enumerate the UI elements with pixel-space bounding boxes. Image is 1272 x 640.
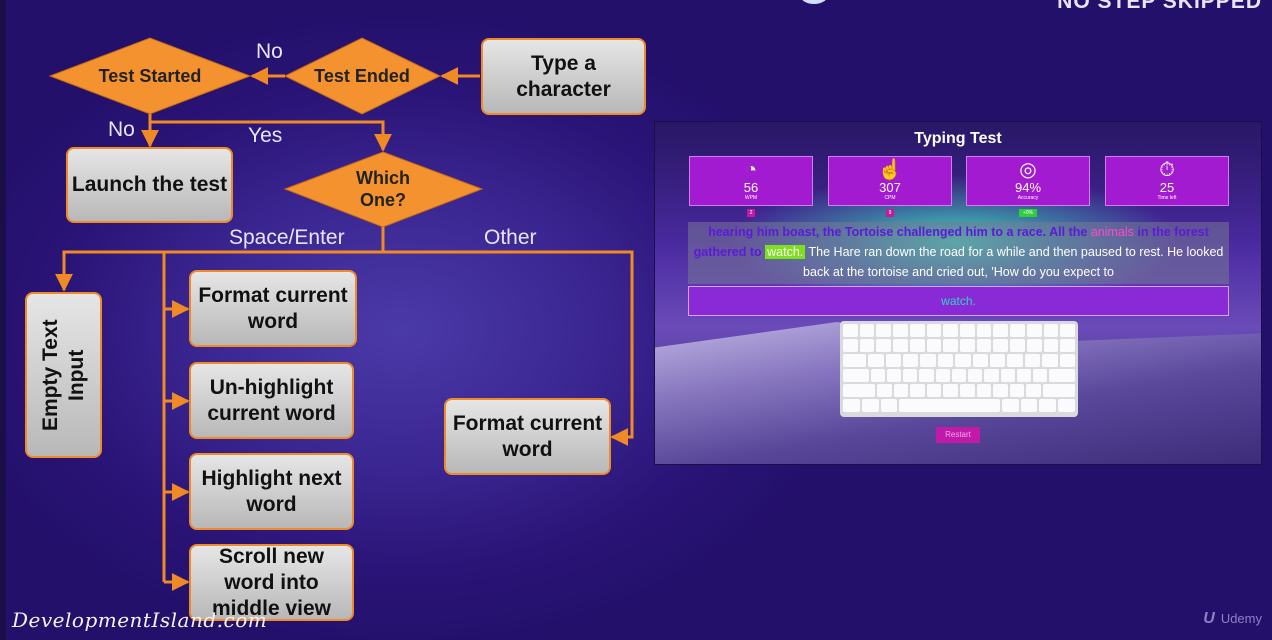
arrow-which-split xyxy=(55,227,385,292)
format-current-word-box: Format current word xyxy=(189,270,357,347)
udemy-logo-icon: U xyxy=(1203,610,1215,627)
test-started-diamond xyxy=(48,37,252,115)
typing-test-screenshot: Typing Test ◔ 56 WPM ☝ 307 CPM ◎ 94% Acc… xyxy=(655,122,1261,464)
test-started-label: Test Started xyxy=(98,66,202,86)
time-left-value: 25 xyxy=(1159,180,1175,195)
accuracy-value: 94% xyxy=(1014,180,1042,195)
wpm-value: 56 xyxy=(743,180,759,195)
stopwatch-icon: ⏱ xyxy=(1159,159,1175,181)
text-passage: hearing him boast, the Tortoise challeng… xyxy=(688,222,1229,284)
launch-test-box: Launch the test xyxy=(66,147,233,223)
test-ended-label: Test Ended xyxy=(314,66,410,86)
decision-diamonds xyxy=(48,37,484,228)
unhighlight-current-word-box: Un-highlight current word xyxy=(189,362,354,439)
cpm-card: ☝ 307 CPM xyxy=(828,156,952,206)
speedometer-icon: ◔ xyxy=(744,159,758,181)
typed-text-2: in the forest gathered to xyxy=(693,225,1209,259)
typed-text-1: hearing him boast, the Tortoise challeng… xyxy=(708,225,1091,239)
accuracy-label: Accuracy xyxy=(1017,195,1039,201)
pointer-icon: ☝ xyxy=(877,159,903,181)
test-ended-diamond xyxy=(283,37,442,115)
edge-label-no-left: No xyxy=(108,118,135,141)
time-left-label: Time left xyxy=(1157,195,1177,201)
typing-input[interactable]: watch. xyxy=(688,286,1229,316)
error-word: animals xyxy=(1090,225,1134,239)
target-icon: ◎ xyxy=(1019,159,1037,181)
restart-button[interactable]: Restart xyxy=(936,427,980,443)
accuracy-badge: +0% xyxy=(1019,209,1037,217)
empty-text-input-box: Empty Text Input xyxy=(25,292,102,458)
edge-label-space-enter: Space/Enter xyxy=(229,226,345,249)
arrow-which-to-other xyxy=(383,250,634,446)
wpm-badge: 2 xyxy=(747,209,755,217)
scroll-word-box: Scroll new word into middle view xyxy=(189,544,354,621)
wpm-card: ◔ 56 WPM xyxy=(689,156,813,206)
which-one-label: Which One? xyxy=(356,168,410,210)
remaining-text: The Hare ran down the road for a while a… xyxy=(803,245,1224,279)
cpm-badge: 9 xyxy=(886,209,894,217)
brand-watermark: DevelopmentIsland.com xyxy=(12,608,268,632)
udemy-label: Udemy xyxy=(1220,611,1262,626)
type-character-box: Type a character xyxy=(481,38,646,115)
time-left-card: ⏱ 25 Time left xyxy=(1105,156,1229,206)
current-word: watch. xyxy=(765,245,806,259)
arrow-started-to-which xyxy=(150,120,392,152)
format-current-word-other-box: Format current word xyxy=(444,398,611,475)
edge-label-no-top: No xyxy=(256,40,283,63)
accuracy-card: ◎ 94% Accuracy xyxy=(966,156,1090,206)
cpm-label: CPM xyxy=(884,195,896,201)
cpm-value: 307 xyxy=(879,180,901,195)
wpm-label: WPM xyxy=(744,195,758,201)
edge-label-yes: Yes xyxy=(248,124,283,147)
udemy-watermark: U Udemy xyxy=(1203,610,1262,628)
arrows xyxy=(55,67,634,591)
edge-label-other: Other xyxy=(484,226,537,249)
highlight-next-word-box: Highlight next word xyxy=(189,453,354,530)
app-title: Typing Test xyxy=(914,130,1002,147)
empty-text-input-label: Empty Text Input xyxy=(38,319,88,431)
left-edge-bar xyxy=(0,0,6,640)
keyboard-image xyxy=(840,321,1078,417)
corner-caption: NO STEP SKIPPED xyxy=(1057,0,1262,13)
which-one-diamond xyxy=(283,151,484,228)
logo-fragment xyxy=(800,0,828,4)
